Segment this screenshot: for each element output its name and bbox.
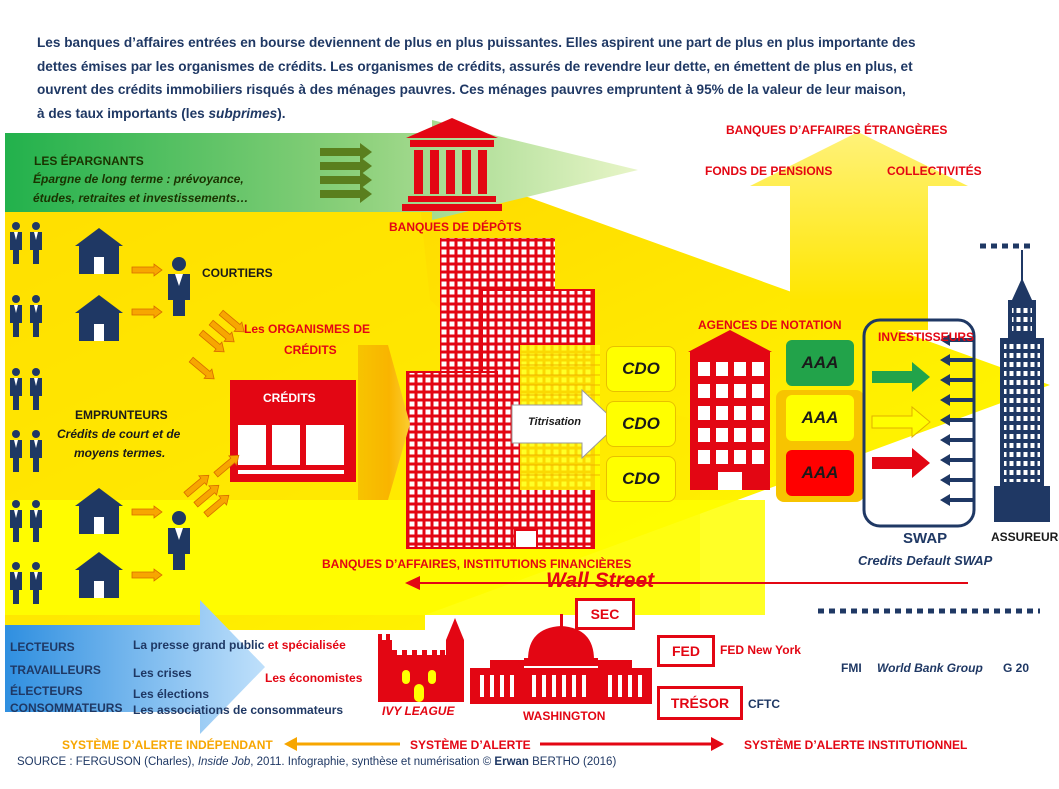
- rating-agencies-label: AGENCES DE NOTATION: [698, 318, 842, 332]
- cds-label: Credits Default SWAP: [858, 553, 993, 568]
- fmi-label: FMI: [841, 661, 862, 675]
- world-bank-label: World Bank Group: [877, 661, 983, 675]
- economists-label: Les économistes: [265, 671, 363, 685]
- sec-box: SEC: [575, 598, 635, 630]
- credit-orgs-line-2: CRÉDITS: [284, 343, 337, 357]
- rating-aaa-green: AAA: [786, 340, 854, 386]
- consumers-label: CONSOMMATEURS: [10, 701, 123, 715]
- fed-box: FED: [657, 635, 715, 667]
- wall-street-label: Wall Street: [546, 569, 655, 592]
- source-e: BERTHO (2016): [528, 756, 617, 768]
- intro-line-4-c: ).: [277, 105, 286, 121]
- titrisation-label: Titrisation: [528, 416, 581, 428]
- savers-line-2: études, retraites et investissements…: [33, 191, 249, 205]
- tresor-box: TRÉSOR: [657, 686, 743, 720]
- alert-independent-label: SYSTÈME D’ALERTE INDÉPENDANT: [62, 738, 273, 752]
- borrowers-sub-1: Crédits de court et de: [57, 427, 181, 441]
- press-label-a: La presse grand public: [133, 638, 265, 652]
- cdo-box-1: CDO: [606, 346, 676, 392]
- intro-line-3: ouvrent des crédits immobiliers risqués …: [37, 82, 906, 97]
- intro-subprimes: subprimes: [208, 105, 278, 121]
- elections-label: Les élections: [133, 687, 210, 701]
- associations-label: Les associations de consommateurs: [133, 703, 344, 717]
- workers-label: TRAVAILLEURS: [10, 663, 101, 677]
- cdo-box-3: CDO: [606, 456, 676, 502]
- cdo-box-2: CDO: [606, 401, 676, 447]
- borrowers-label: EMPRUNTEURS: [75, 408, 168, 422]
- intro-line-1: Les banques d’affaires entrées en bourse…: [37, 35, 916, 50]
- savers-line-1: Épargne de long terme : prévoyance,: [33, 172, 244, 186]
- deposit-banks-label: BANQUES DE DÉPÔTS: [389, 220, 522, 234]
- intro-line-4: à des taux importants (les subprimes).: [37, 102, 1037, 126]
- rating-aaa-red: AAA: [786, 450, 854, 496]
- voters-label: ÉLECTEURS: [10, 684, 83, 698]
- source-a: SOURCE : FERGUSON (Charles),: [17, 756, 198, 768]
- alert-label: SYSTÈME D’ALERTE: [410, 738, 531, 752]
- pension-funds-label: FONDS DE PENSIONS: [705, 164, 833, 178]
- crises-label: Les crises: [133, 666, 192, 680]
- intro-line-2: dettes émises par les organismes de créd…: [37, 58, 913, 74]
- investment-banks-label: BANQUES D’AFFAIRES, INSTITUTIONS FINANCI…: [322, 557, 632, 571]
- borrowers-sub-2: moyens termes.: [74, 446, 166, 460]
- rating-aaa-yellow: AAA: [786, 395, 854, 441]
- press-label: La presse grand public et spécialisée: [133, 638, 346, 652]
- cftc-label: CFTC: [748, 697, 780, 711]
- investors-label: INVESTISSEURS: [878, 330, 975, 344]
- swap-label: SWAP: [903, 530, 948, 547]
- fed-ny-label: FED New York: [720, 643, 801, 657]
- savers-title: LES ÉPARGNANTS: [34, 154, 144, 168]
- credits-box-label: CRÉDITS: [263, 391, 316, 405]
- intro-paragraph: Les banques d’affaires entrées en bourse…: [37, 31, 1037, 125]
- communities-label: COLLECTIVITÉS: [887, 164, 982, 178]
- source-d: Erwan: [494, 756, 529, 768]
- insurers-label: ASSUREURS: [991, 530, 1059, 544]
- ivy-league-label: IVY LEAGUE: [382, 704, 455, 718]
- press-label-b: et spécialisée: [264, 638, 346, 652]
- alert-institutional-label: SYSTÈME D’ALERTE INSTITUTIONNEL: [744, 738, 968, 752]
- brokers-label: COURTIERS: [202, 266, 273, 280]
- source-b: Inside Job: [197, 756, 251, 768]
- intro-line-4-a: à des taux importants (les: [37, 105, 209, 121]
- source-line: SOURCE : FERGUSON (Charles), Inside Job,…: [17, 756, 616, 768]
- g20-label: G 20: [1003, 661, 1030, 675]
- washington-label: WASHINGTON: [523, 709, 606, 723]
- readers-label: LECTEURS: [10, 640, 75, 654]
- foreign-banks-label: BANQUES D’AFFAIRES ÉTRANGÈRES: [726, 123, 948, 137]
- credit-orgs-line-1: Les ORGANISMES DE: [244, 322, 371, 336]
- source-c: , 2011. Infographie, synthèse et numéris…: [250, 756, 495, 768]
